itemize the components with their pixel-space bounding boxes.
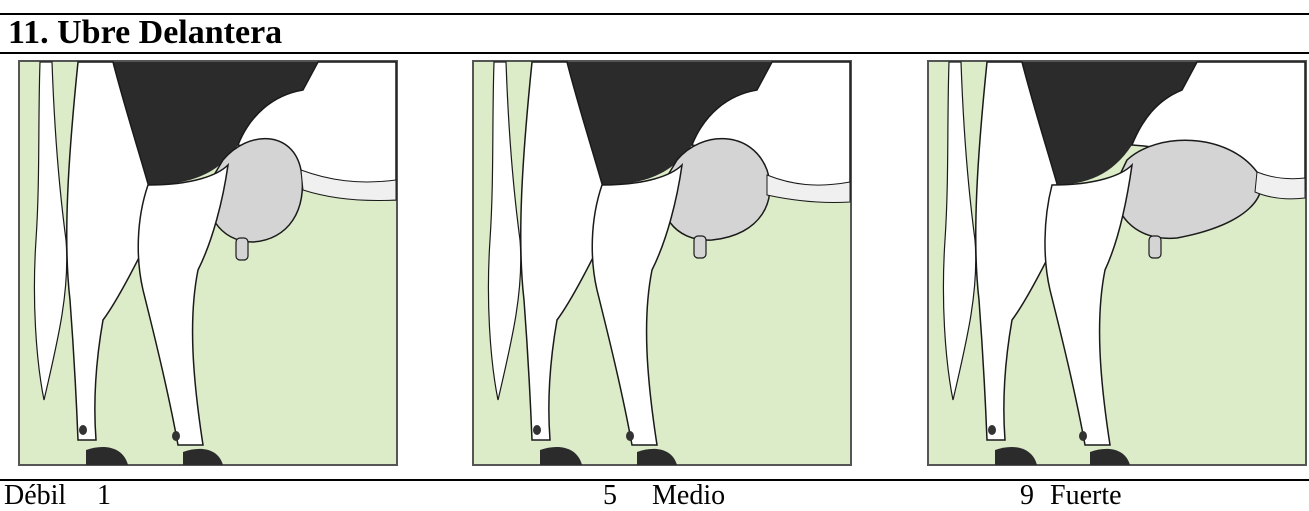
udder-illustration-weak — [18, 60, 398, 466]
caption-label-weak: Débil — [4, 481, 66, 511]
udder-panel-medium — [472, 60, 852, 466]
teat — [694, 236, 706, 258]
udder-illustration-strong — [927, 60, 1307, 466]
udder-panel-weak — [18, 60, 398, 466]
caption-score-strong: 9 — [1020, 481, 1034, 511]
caption-score-weak: 1 — [97, 481, 111, 511]
caption-label-strong: Fuerte — [1050, 481, 1122, 511]
page-title: 11. Ubre Delantera — [8, 14, 282, 52]
header-rule — [0, 52, 1309, 54]
udder-panel-strong — [927, 60, 1307, 466]
teat — [1149, 236, 1161, 258]
teat — [236, 238, 248, 260]
caption-score-medium: 5 — [603, 481, 617, 511]
udder-illustration-medium — [472, 60, 852, 466]
caption-label-medium: Medio — [652, 481, 725, 511]
